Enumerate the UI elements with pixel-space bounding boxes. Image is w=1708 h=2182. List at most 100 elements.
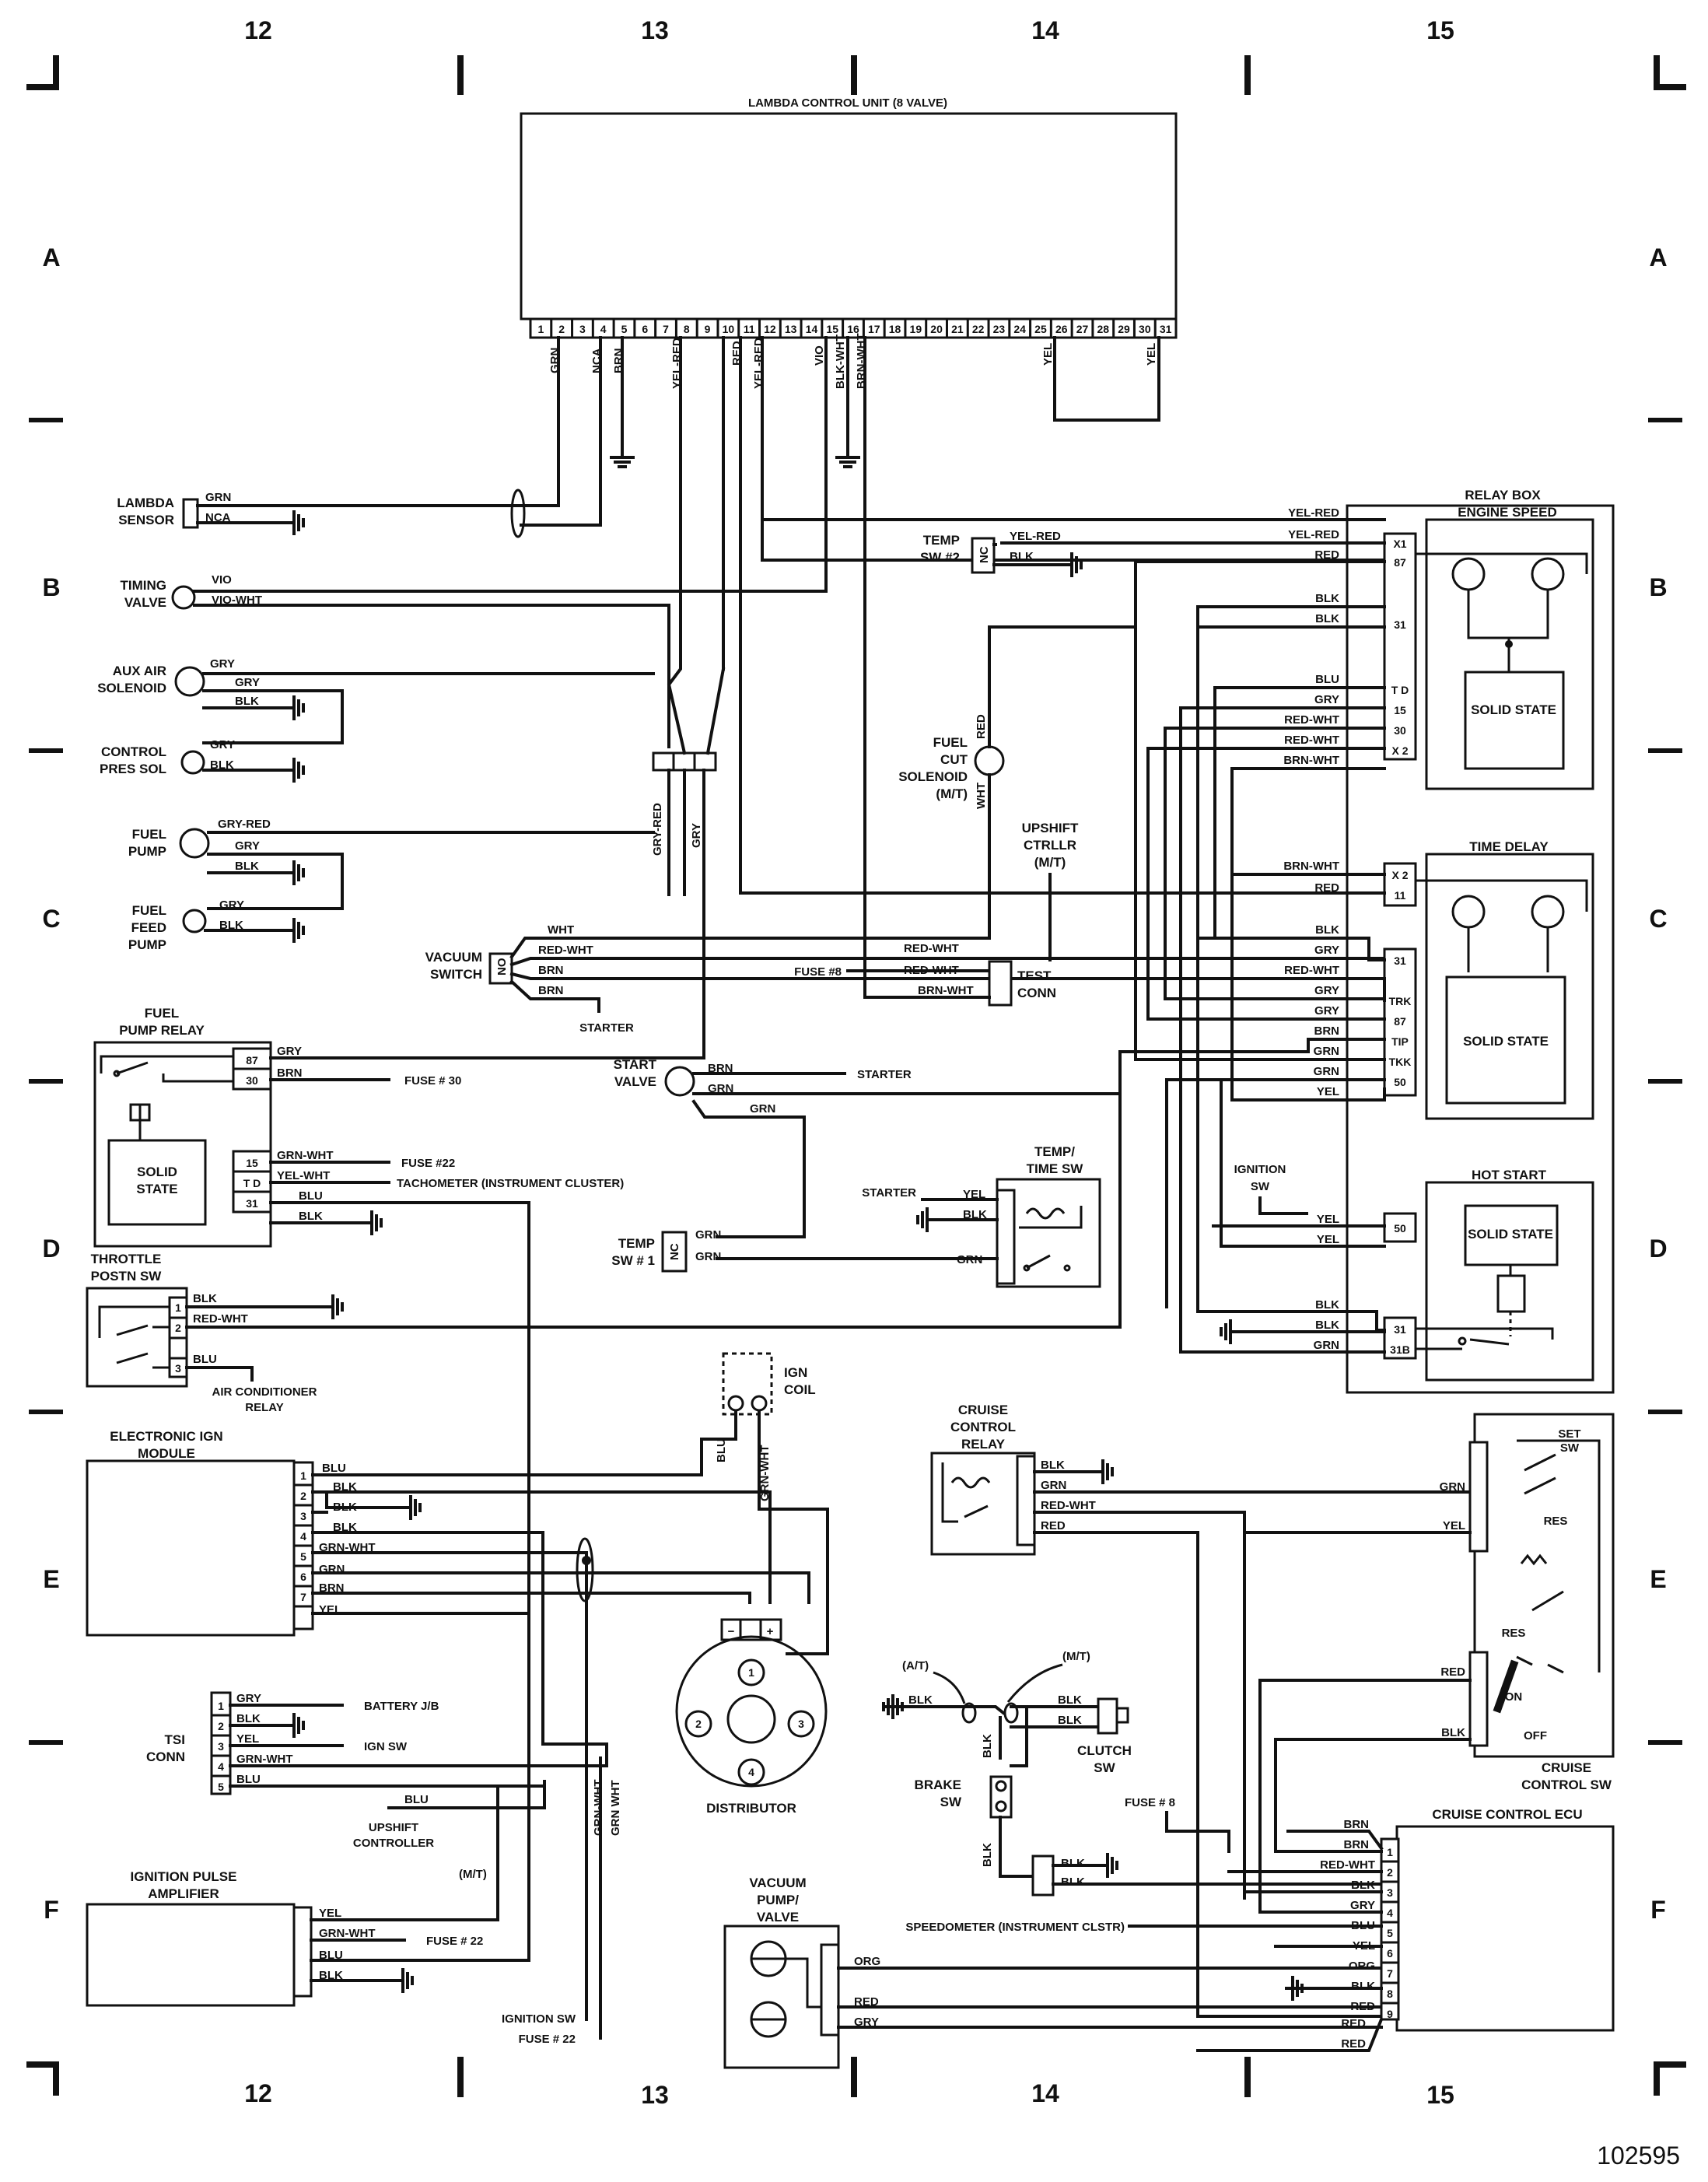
ground-icon xyxy=(395,1968,414,1993)
svg-text:IGNITION PULSE: IGNITION PULSE xyxy=(131,1869,237,1884)
row-label-c-right: C xyxy=(1649,905,1667,933)
speedo-label: SPEEDOMETER (INSTRUMENT CLSTR) xyxy=(905,1921,1125,1934)
row-ticks-left xyxy=(29,418,63,1745)
tsi-pin: 3 xyxy=(218,1740,224,1753)
aux-air-solenoid: AUX AIR SOLENOID GRY GRY BLK xyxy=(97,657,655,744)
ground-icon xyxy=(286,510,305,535)
lambda-pin: 17 xyxy=(868,323,880,335)
rb-gry: GRY xyxy=(1314,693,1339,706)
upshift-ctrllr: UPSHIFT CTRLLR (M/T) xyxy=(1022,821,1079,961)
rb-yelred2: YEL-RED xyxy=(1288,528,1339,541)
ground-icon xyxy=(1064,552,1083,577)
svg-text:CONTROLLER: CONTROLLER xyxy=(353,1837,434,1850)
hs-blk: BLK xyxy=(1315,1298,1339,1312)
ecu-red: RED xyxy=(1350,2000,1375,2013)
tc-brnwht: BRN-WHT xyxy=(918,984,974,997)
svg-text:CTRLLR: CTRLLR xyxy=(1024,838,1076,853)
col-label-15-top: 15 xyxy=(1426,16,1454,44)
fpr-pin-15: 15 xyxy=(246,1157,258,1169)
ecu-pin: 6 xyxy=(1387,1947,1393,1960)
cs-yel: YEL xyxy=(1443,1519,1465,1532)
svg-text:SW: SW xyxy=(1251,1180,1270,1193)
vs-brn2: BRN xyxy=(538,984,564,997)
ecu-pin: 4 xyxy=(1387,1907,1393,1919)
svg-text:TRK: TRK xyxy=(1389,995,1412,1007)
svg-text:VALVE: VALVE xyxy=(757,1910,799,1925)
batt-jb-label: BATTERY J/B xyxy=(364,1700,439,1713)
lambda-pin: 28 xyxy=(1097,323,1110,335)
lambda-pin: 6 xyxy=(642,323,648,335)
vacuum-pump-valve: VACUUM PUMP/ VALVE ORG RED GRY xyxy=(723,1876,1383,2069)
lambda-pin: 3 xyxy=(579,323,586,335)
control-pres-sol: CONTROL PRES SOL GRY BLK xyxy=(100,738,289,776)
svg-text:CUT: CUT xyxy=(940,752,968,767)
td-gry2: GRY xyxy=(1314,984,1339,997)
svg-text:PUMP RELAY: PUMP RELAY xyxy=(119,1023,205,1038)
row-label-a-left: A xyxy=(42,243,60,271)
gw-v2: GRN WHT xyxy=(609,1780,622,1836)
coil-blu: BLU xyxy=(715,1438,728,1462)
svg-text:TEMP: TEMP xyxy=(618,1236,655,1251)
splice-block: GRY-RED GRY xyxy=(651,336,1394,896)
tsi-blk: BLK xyxy=(236,1712,261,1725)
starter-label-1: STARTER xyxy=(579,1021,634,1035)
fpr-gry: GRY xyxy=(277,1045,302,1058)
ground-icon xyxy=(916,1207,935,1232)
temp-time-sw: TEMP/ TIME SW STARTER YEL BLK GRN xyxy=(716,1144,1101,1288)
lambda-pin: 23 xyxy=(993,323,1006,335)
lambda-pin: 7 xyxy=(663,323,669,335)
br-blk: BLK xyxy=(981,1734,994,1758)
fuse8b-label: FUSE # 8 xyxy=(1125,1796,1175,1809)
wire-yel-pin25: YEL xyxy=(1041,343,1055,366)
temp-sw-2: TEMP SW #2 NC YEL-RED BLK xyxy=(920,530,1067,574)
tach-label: TACHOMETER (INSTRUMENT CLUSTER) xyxy=(397,1177,624,1190)
lambda-unit-title: LAMBDA CONTROL UNIT (8 VALVE) xyxy=(748,96,947,110)
vacuum-switch: VACUUM SWITCH NO WHT RED-WHT BRN BRN STA… xyxy=(425,815,1398,1035)
fpr-grnwht: GRN-WHT xyxy=(277,1149,333,1162)
timing-valve: TIMING VALVE VIO VIO-WHT xyxy=(121,336,828,748)
svg-text:SW #2: SW #2 xyxy=(920,550,960,565)
svg-text:PUMP: PUMP xyxy=(128,937,166,952)
ts1-grn: GRN xyxy=(695,1228,721,1242)
ipa-blu: BLU xyxy=(319,1949,343,1962)
rb-brnwht: BRN-WHT xyxy=(1283,754,1339,767)
figure-number: 102595 xyxy=(1597,2142,1680,2170)
ipa-blk: BLK xyxy=(319,1969,343,1982)
ts1-grn2: GRN xyxy=(695,1250,721,1263)
cr-blk: BLK xyxy=(1041,1459,1065,1472)
lambda-sensor: LAMBDA SENSOR GRN NCA xyxy=(117,336,602,538)
fp-blk: BLK xyxy=(235,860,259,873)
ground-icon xyxy=(1095,1459,1114,1484)
at-label: (A/T) xyxy=(902,1659,929,1672)
vp-red: RED xyxy=(854,1995,879,2009)
svg-text:2: 2 xyxy=(175,1322,181,1334)
frame: 12 13 14 15 12 13 14 15 A B C D E F A B … xyxy=(26,16,1686,2170)
svg-text:TKK: TKK xyxy=(1389,1056,1412,1068)
ecu-pin: 8 xyxy=(1387,1988,1393,2000)
lambda-sensor-label: LAMBDA xyxy=(117,496,174,510)
svg-text:SOLID STATE: SOLID STATE xyxy=(1468,1227,1553,1242)
ground-icon xyxy=(286,918,305,943)
svg-text:1: 1 xyxy=(175,1301,181,1314)
td-grn: GRN xyxy=(1314,1045,1339,1058)
test-conn-label: TEST xyxy=(1017,968,1052,983)
ground-icon xyxy=(286,860,305,885)
svg-text:31: 31 xyxy=(1394,618,1406,631)
svg-text:(M/T): (M/T) xyxy=(936,786,968,801)
fp-gry: GRY xyxy=(235,839,260,853)
ground-icon xyxy=(1100,1853,1118,1878)
tsi-blu: BLU xyxy=(236,1773,261,1786)
eim-pin: 4 xyxy=(300,1530,306,1543)
svg-text:11: 11 xyxy=(1395,889,1406,902)
ls-nca: NCA xyxy=(205,511,231,524)
lambda-pin: 12 xyxy=(764,323,776,335)
svg-text:UPSHIFT: UPSHIFT xyxy=(1022,821,1079,835)
tsi-pin: 4 xyxy=(218,1760,224,1773)
svg-text:SOLID STATE: SOLID STATE xyxy=(1463,1034,1549,1049)
ecu-red3: RED xyxy=(1341,2037,1366,2051)
wire-yel-pin31: YEL xyxy=(1145,343,1158,366)
lambda-pin: 16 xyxy=(847,323,859,335)
td-brn: BRN xyxy=(1314,1024,1340,1038)
